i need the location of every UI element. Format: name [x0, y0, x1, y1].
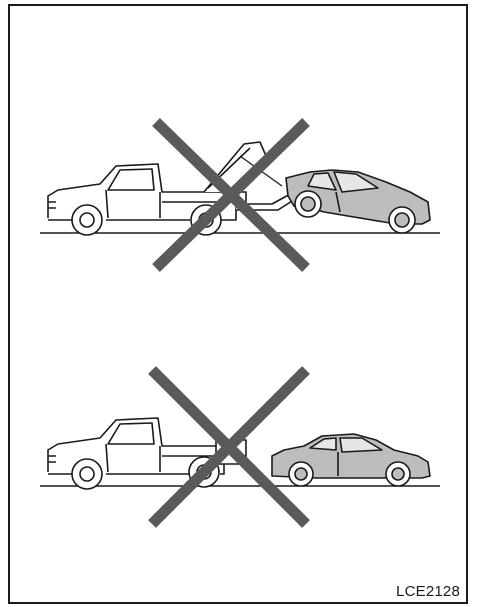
prohibited-lift-tow-scene	[40, 122, 440, 268]
towed-sedan	[272, 434, 430, 486]
towed-sedan	[286, 170, 430, 233]
prohibited-bumper-tow-scene	[40, 370, 440, 524]
towing-illustration	[10, 6, 466, 602]
figure-frame: LCE2128	[8, 4, 468, 604]
figure-code-label: LCE2128	[396, 583, 460, 600]
